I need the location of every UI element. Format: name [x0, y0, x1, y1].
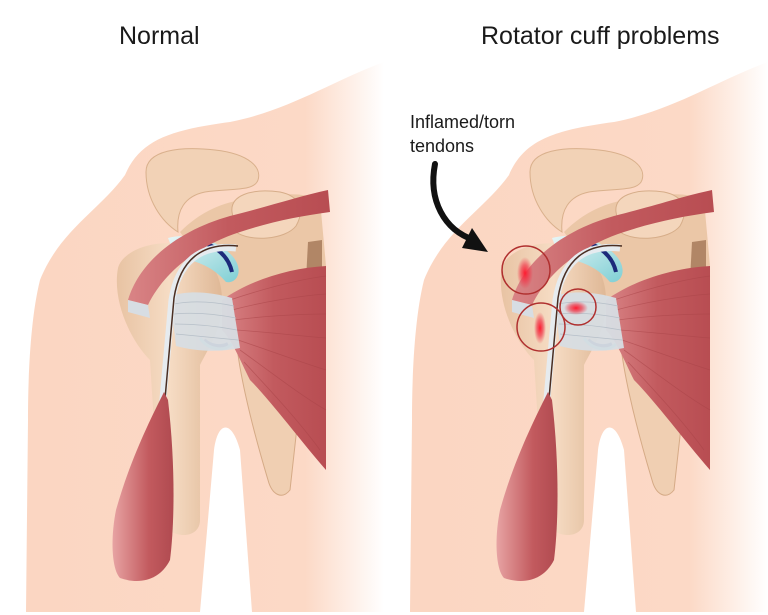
callout-arrow-head	[462, 228, 488, 252]
subscapularis-muscle	[222, 266, 326, 470]
normal-shoulder-illustration	[26, 62, 384, 612]
acromion-bone	[145, 148, 260, 233]
highlight-circle-1	[501, 245, 551, 295]
panel-title-normal: Normal	[119, 22, 200, 50]
supraspinatus-muscle	[512, 190, 714, 305]
panel-rotator-cuff: Rotator cuff problems Inflamed/torn tend…	[384, 0, 768, 615]
muscle-fibers	[229, 275, 327, 451]
highlight-circle-3	[516, 302, 566, 352]
acromion-bone	[529, 148, 644, 233]
subscapularis-muscle	[606, 266, 710, 470]
biceps-muscle	[496, 392, 558, 581]
supraspinatus-tendon	[128, 300, 150, 318]
tendon-fibers	[173, 301, 239, 341]
supraspinatus-tendon	[512, 300, 534, 318]
callout-arrow-shaft	[430, 161, 477, 243]
supraspinatus-muscle	[128, 190, 330, 305]
inflammation-spot-supraspinatus	[517, 257, 533, 289]
callout-inflamed-tendons: Inflamed/torn tendons	[410, 110, 515, 158]
muscle-fibers	[613, 275, 711, 451]
panel-title-rotator-cuff: Rotator cuff problems	[481, 22, 720, 50]
subscapularis-tendon	[170, 292, 240, 351]
biceps-tendon-edge	[163, 244, 239, 411]
callout-line-2: tendons	[410, 136, 475, 156]
panel-normal: Normal	[26, 22, 384, 612]
highlight-circle-2	[559, 288, 597, 326]
biceps-muscle	[112, 392, 174, 581]
rotator-cuff-shoulder-illustration	[410, 62, 768, 612]
biceps-tendon-edge	[547, 244, 623, 411]
inflammation-spot-biceps-tendon	[534, 312, 546, 344]
callout-line-1: Inflamed/torn	[410, 112, 516, 132]
inflammation-spot-subscapularis	[564, 301, 588, 315]
